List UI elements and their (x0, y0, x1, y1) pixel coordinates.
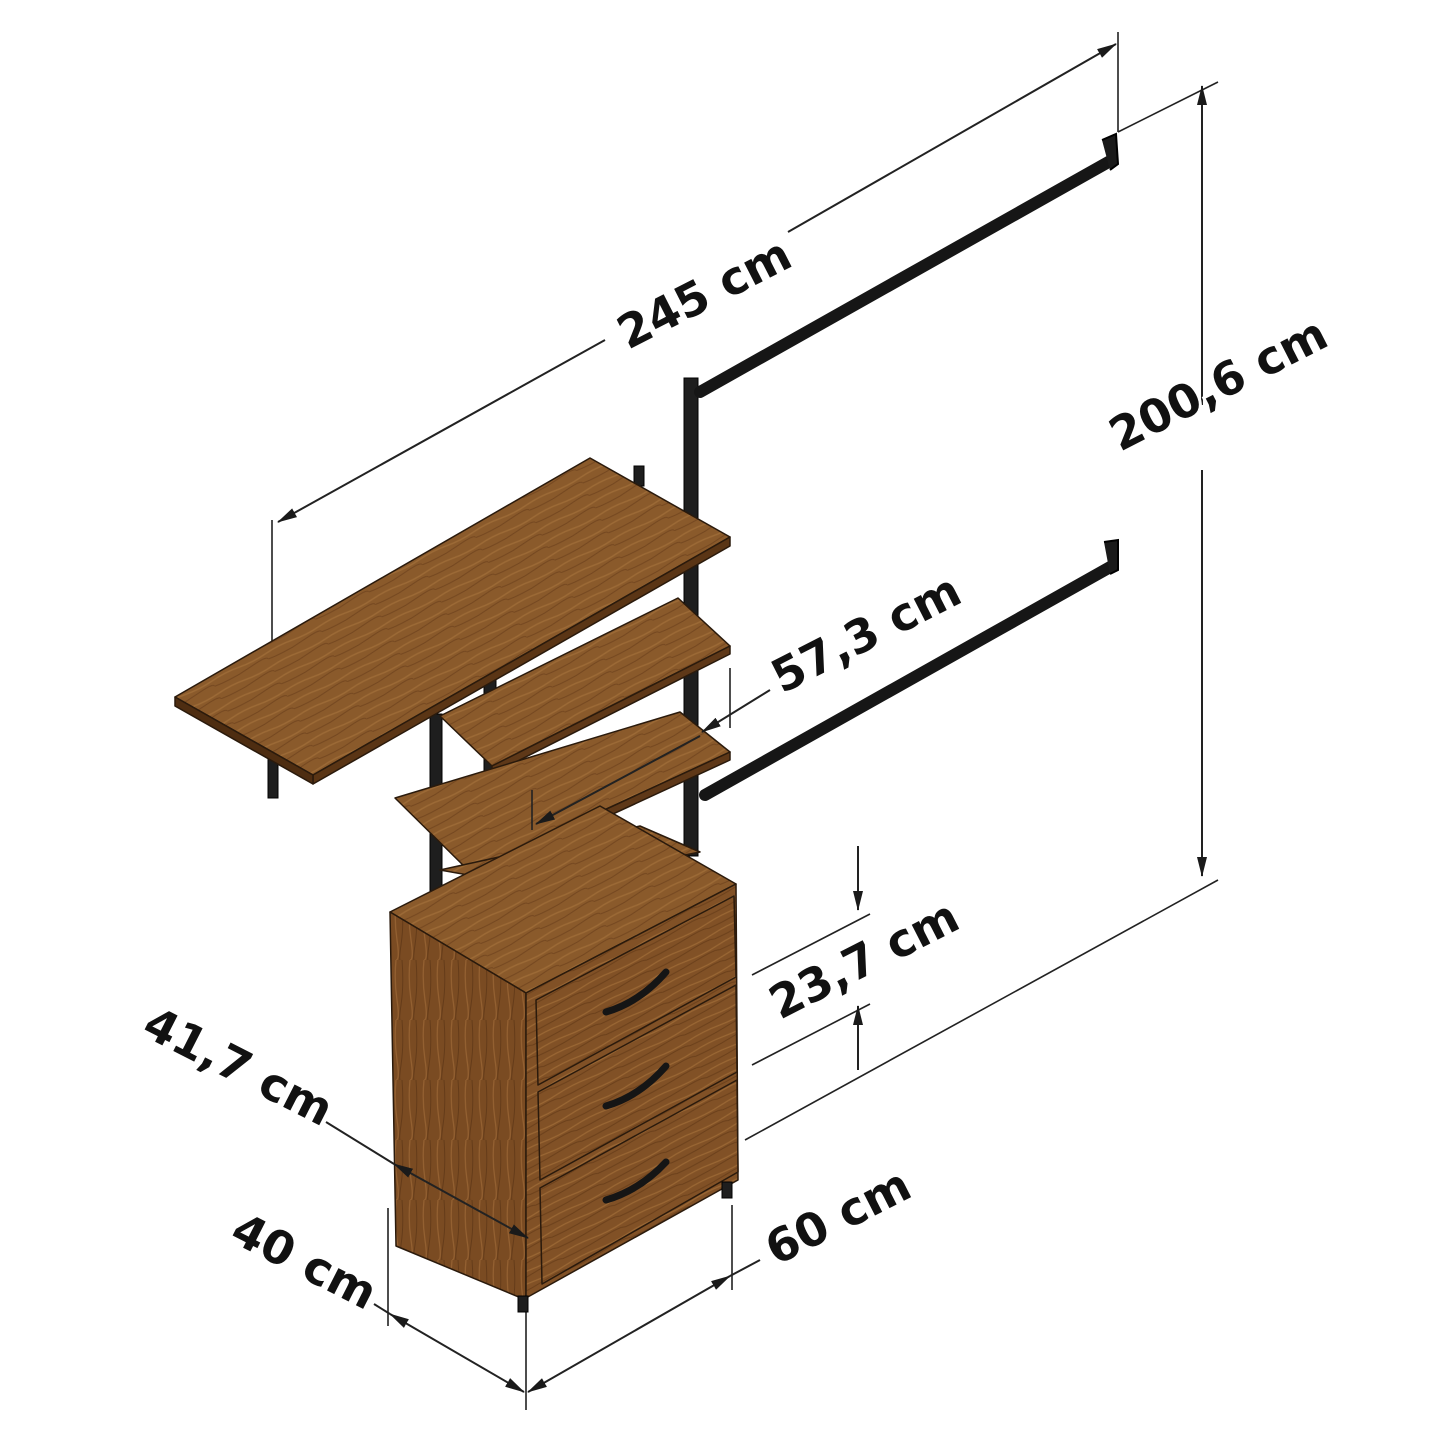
label-shelf-spacing: 57,3 cm (762, 563, 969, 704)
label-depth-base: 40 cm (223, 1202, 386, 1321)
dim-245-left (277, 339, 606, 523)
dim-41-lead (325, 1121, 395, 1165)
dim-41-line (393, 1163, 529, 1239)
top-shelf (174, 457, 731, 785)
drawer-2-handle (602, 1062, 670, 1110)
label-drawer-height: 23,7 cm (760, 889, 967, 1030)
label-total-height: 200,6 cm (1100, 306, 1335, 462)
lower-hanging-rod (699, 560, 1118, 801)
dim-245-right (787, 43, 1117, 233)
drawer-1-handle (602, 968, 670, 1016)
foot-front (517, 1295, 529, 1313)
ext-drawer-bottom (751, 1003, 871, 1066)
label-total-width: 245 cm (608, 227, 799, 360)
drawer-2 (537, 984, 738, 1181)
dim-57-lower (535, 735, 701, 825)
drawer-3-handle (602, 1158, 670, 1204)
upper-hanging-rod (694, 154, 1118, 398)
dim-60-lead (729, 1259, 761, 1277)
dim-40-line (389, 1313, 525, 1393)
label-depth-top: 41,7 cm (135, 996, 342, 1137)
label-cabinet-width: 60 cm (756, 1157, 919, 1276)
ext-bottom-height (744, 879, 1219, 1141)
ext-drawer-top (751, 913, 871, 976)
dim-57-upper (701, 689, 771, 733)
dimension-lines (277, 43, 1207, 1393)
dim-40-lead (373, 1303, 391, 1315)
drawer-1 (535, 895, 737, 1086)
dim-60-line (527, 1275, 731, 1393)
foot-right (721, 1181, 733, 1199)
lower-rod-end (1103, 538, 1119, 575)
top-shelf-side-edge (174, 696, 314, 785)
upper-rod-end (1101, 132, 1120, 171)
